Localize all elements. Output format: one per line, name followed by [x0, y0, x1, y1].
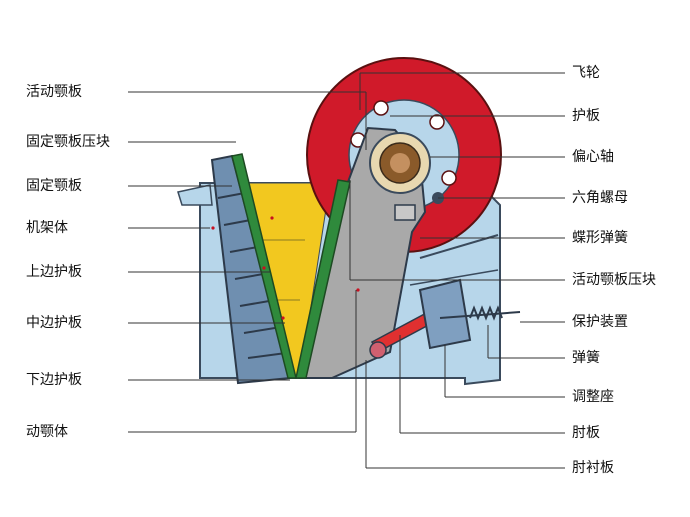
label-swing-jaw-plate-clamp: 活动颚板压块: [572, 272, 656, 288]
left-leaders: [128, 91, 367, 433]
label-swing-jaw-body: 动颚体: [26, 424, 68, 440]
right-leaders: [349, 72, 565, 469]
label-toggle-seat: 肘衬板: [572, 460, 614, 476]
label-fixed-jaw-plate-clamp: 固定颚板压块: [26, 134, 110, 150]
label-frame-body: 机架体: [26, 220, 68, 236]
spring-rod: [439, 311, 521, 319]
small-bracket: [394, 204, 416, 221]
label-middle-side-guard: 中边护板: [26, 315, 82, 331]
spring: [469, 305, 503, 321]
label-upper-side-guard: 上边护板: [26, 264, 82, 280]
label-adjusting-seat: 调整座: [572, 389, 614, 405]
eccentric-shaft: [369, 132, 431, 194]
label-protection-device: 保护装置: [572, 314, 628, 330]
adjusting-seat: [418, 278, 472, 350]
label-disc-spring: 蝶形弹簧: [572, 230, 628, 246]
label-fixed-jaw-plate: 固定颚板: [26, 178, 82, 194]
label-toggle-plate: 肘板: [572, 425, 600, 441]
label-hex-nut: 六角螺母: [572, 190, 628, 206]
toggle-pivot: [369, 341, 387, 359]
swing-jaw-liner: [295, 179, 351, 379]
frame-left-ear: [177, 184, 213, 206]
label-lower-side-guard: 下边护板: [26, 372, 82, 388]
label-eccentric-shaft: 偏心轴: [572, 149, 614, 165]
label-flywheel: 飞轮: [572, 65, 600, 81]
label-spring: 弹簧: [572, 350, 600, 366]
label-guard-plate: 护板: [572, 108, 600, 124]
label-swing-jaw-plate: 活动颚板: [26, 84, 82, 100]
